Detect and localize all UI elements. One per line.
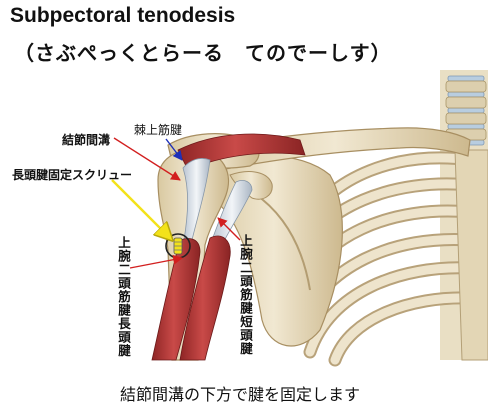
label-supraspinatus-tendon: 棘上筋腱 xyxy=(134,123,183,137)
label-biceps-long-head: 上腕二頭筋腱長頭腱 xyxy=(116,236,131,358)
label-biceps-short-head: 上腕二頭筋腱短頭腱 xyxy=(238,234,253,356)
title-japanese: （さぶぺっくとらーる てのでーしす） xyxy=(14,41,392,65)
biceps-short-head-muscle xyxy=(179,235,231,361)
tenodesis-screw xyxy=(165,233,191,259)
biceps-long-head-muscle xyxy=(151,238,201,361)
short-head-arrow xyxy=(217,217,241,241)
label-long-head-screw: 長頭腱固定スクリュー xyxy=(12,168,133,182)
caption: 結節間溝の下方で腱を固定します xyxy=(120,385,361,404)
title-english: Subpectoral tenodesis xyxy=(10,4,236,27)
long-head-arrow xyxy=(129,254,183,269)
supraspinatus-arrow xyxy=(165,138,183,161)
screw-arrow xyxy=(111,179,172,240)
label-bicipital-groove: 結節間溝 xyxy=(62,133,111,147)
sternum xyxy=(454,149,488,361)
short-head-tendon xyxy=(211,180,253,246)
bicipital-groove-arrow xyxy=(113,137,181,181)
long-head-tendon xyxy=(182,158,211,241)
